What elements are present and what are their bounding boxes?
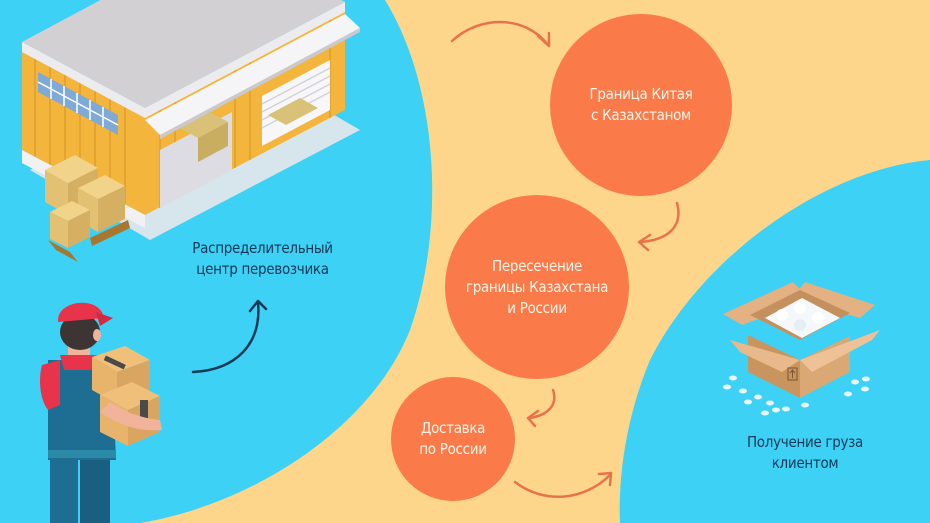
cargo-crates [45, 155, 130, 262]
right-blue-region [619, 160, 930, 523]
step-circle-kazakhstan-russia-border: Пересечение границы Казахстана и России [445, 195, 629, 379]
step-label-client-receipt: Получение груза клиентом [746, 433, 864, 472]
arrow-to-china-border [450, 20, 550, 47]
step-label-distribution-center: Распределительный центр перевозчика [192, 239, 333, 278]
step-circle-china-kazakhstan-border: Граница Китая с Казахстаном [550, 14, 732, 196]
arrow-to-distribution-center [191, 300, 260, 374]
courier-worker-illustration [40, 302, 162, 523]
step-circle-delivery-russia: Доставка по России [391, 377, 515, 501]
warehouse-illustration [22, 0, 360, 262]
arrow-to-kz-ru-border [638, 201, 680, 244]
arrow-to-client [513, 473, 612, 499]
arrow-to-delivery [528, 388, 556, 420]
open-box-illustration [723, 282, 880, 416]
